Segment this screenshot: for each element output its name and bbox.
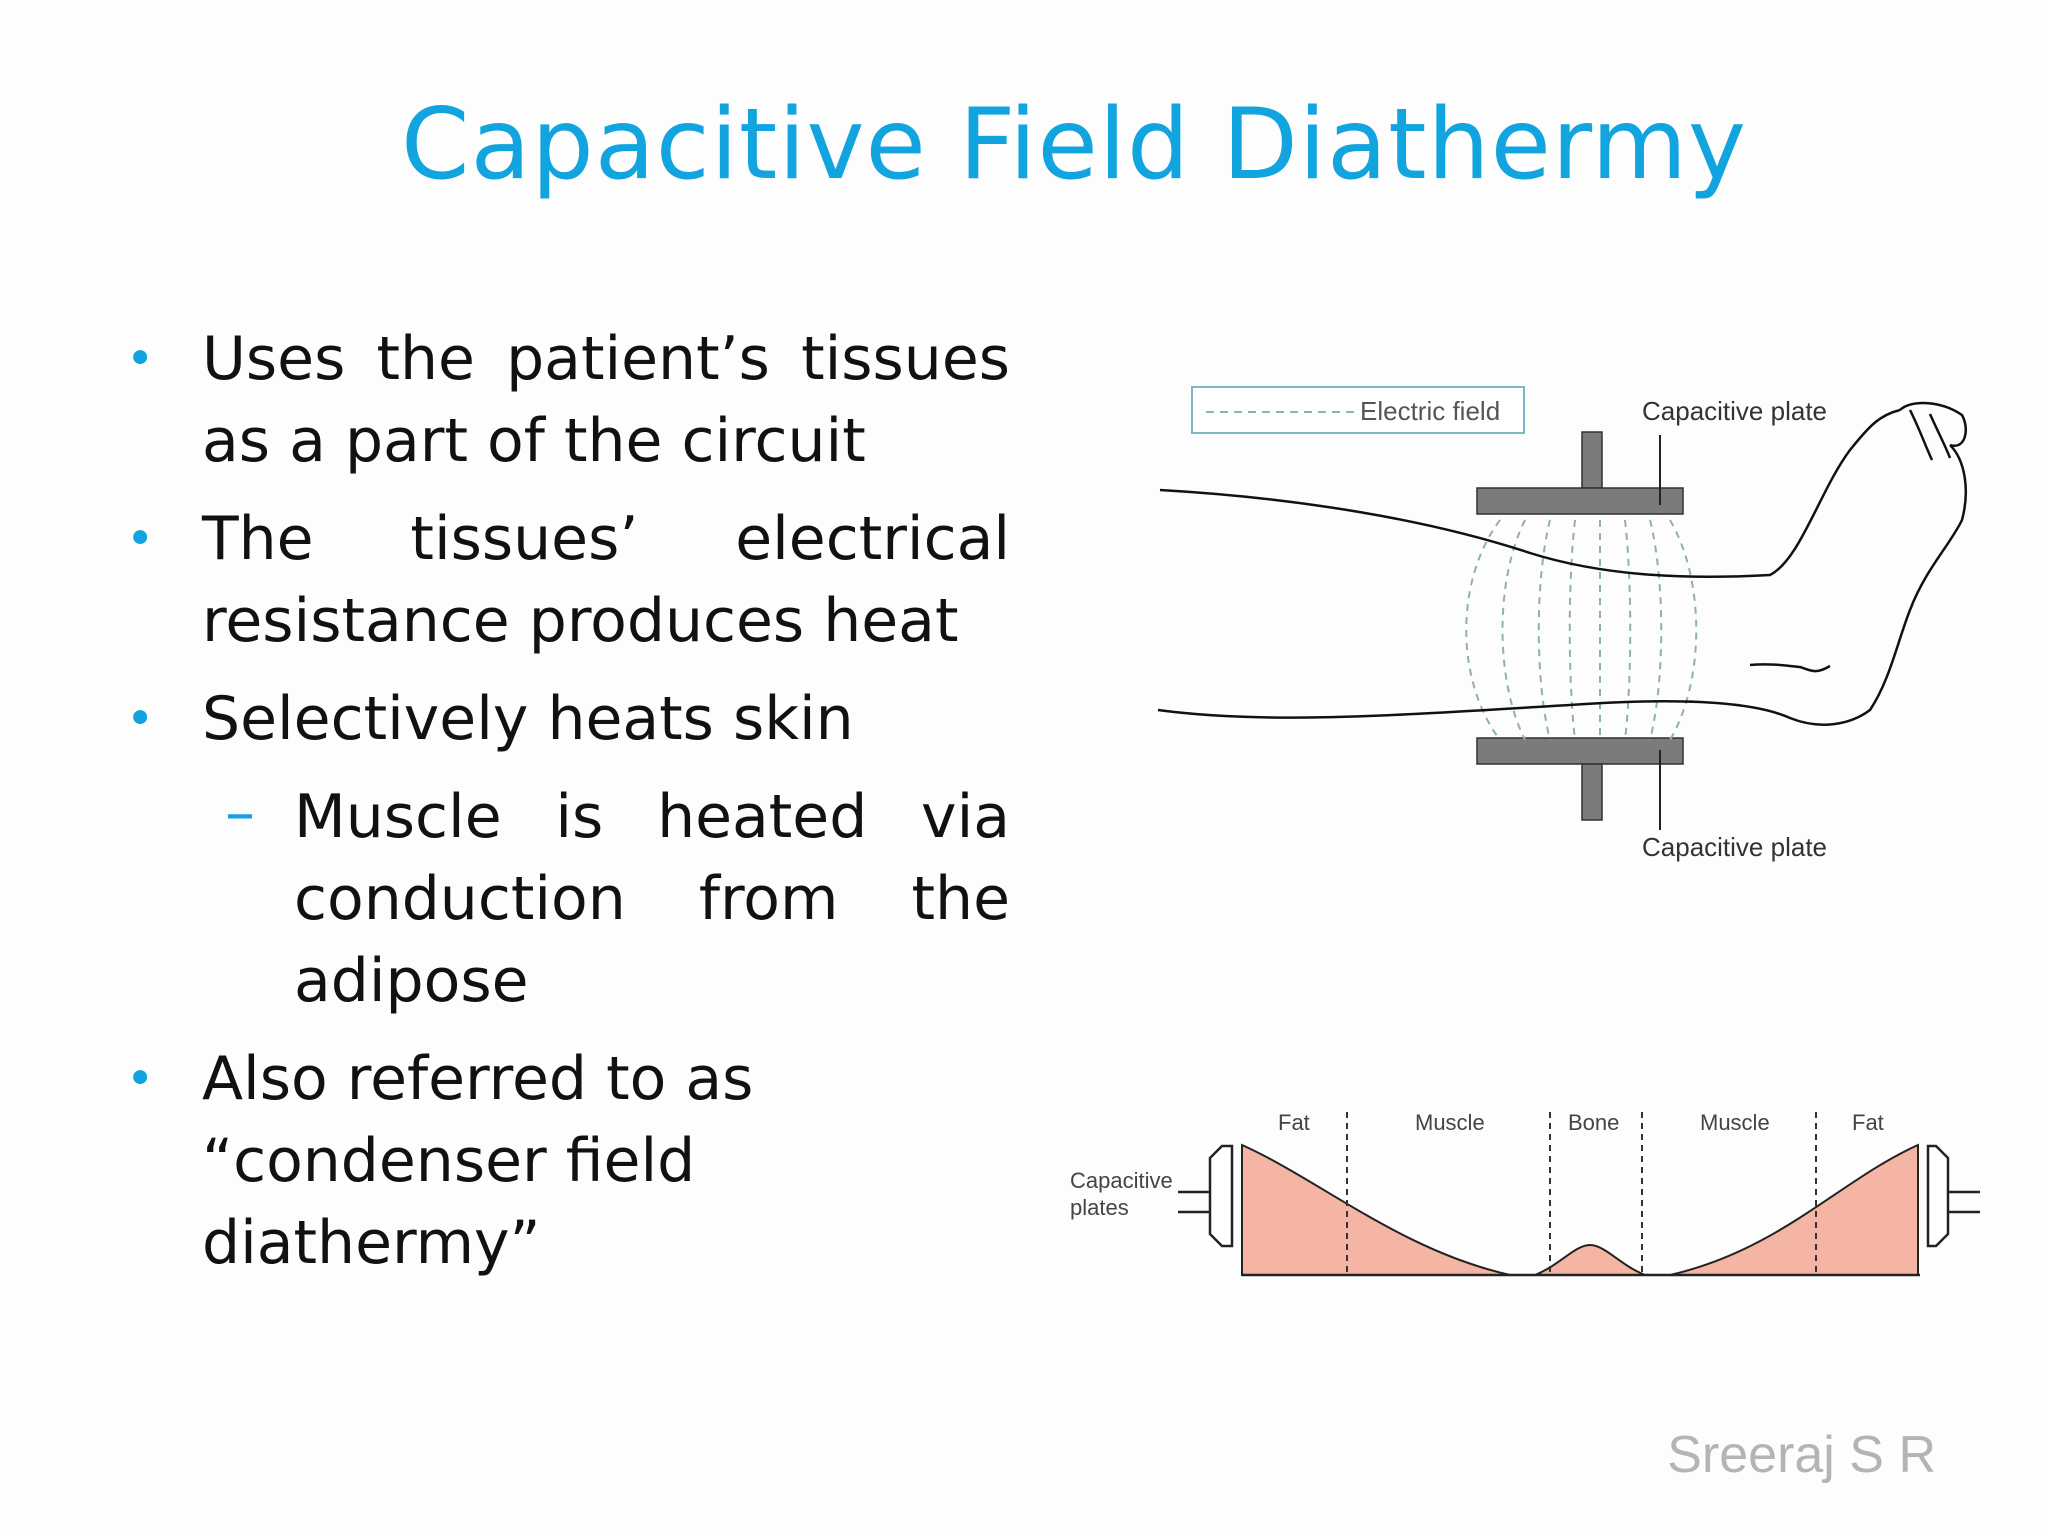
legend-label: Electric field (1360, 396, 1500, 426)
bullet-dot-icon: • (126, 691, 155, 747)
author-credit: Sreeraj S R (1667, 1426, 1936, 1484)
bullet-text: “condenser field diathermy” (202, 1126, 696, 1278)
sub-bullet-item: – Muscle is heated via conduction from t… (110, 776, 1010, 1022)
legend-box (1191, 386, 1525, 434)
heating-curve (1241, 1143, 1919, 1276)
bullet-item: • The tissues’ electrical resistance pro… (110, 498, 1010, 662)
bullet-text: Uses the patient’s tissues as a part of … (202, 324, 1010, 476)
bullet-dot-icon: • (126, 511, 155, 567)
bullet-text: Also referred to as (202, 1044, 754, 1114)
dash-icon: – (225, 778, 255, 848)
leg-diagram: Electric field Capacitive plate Capaciti… (1157, 386, 1968, 862)
layer-boundaries (1346, 1112, 1817, 1275)
layer-label-bone: Bone (1568, 1110, 1619, 1135)
bullet-dot-icon: • (126, 1051, 155, 1107)
layer-label-fat-left: Fat (1278, 1110, 1310, 1135)
heating-profile-diagram: Capacitive plates Fat Muscle Bone Muscle… (1070, 1110, 1980, 1277)
bullet-text: Selectively heats skin (202, 684, 854, 754)
bullet-item: • Uses the patient’s tissues as a part o… (110, 318, 1010, 482)
top-plate-label: Capacitive plate (1642, 396, 1827, 426)
layer-label-fat-right: Fat (1852, 1110, 1884, 1135)
layer-label-muscle-left: Muscle (1415, 1110, 1485, 1135)
bullet-text: The tissues’ electrical resistance produ… (202, 504, 1010, 656)
electric-field-lines (1465, 519, 1698, 741)
bullet-list: • Uses the patient’s tissues as a part o… (110, 318, 1010, 1300)
sub-bullet-text: Muscle is heated via conduction from the… (294, 782, 1010, 1016)
left-plate-icon (1178, 1144, 1234, 1248)
bottom-capacitive-plate (1476, 737, 1684, 821)
bullet-dot-icon: • (126, 331, 155, 387)
plates-label-line1: Capacitive (1070, 1168, 1173, 1193)
right-plate-icon (1926, 1144, 1980, 1248)
top-capacitive-plate (1476, 431, 1684, 515)
slide-title: Capacitive Field Diathermy (401, 88, 1747, 202)
bottom-plate-label: Capacitive plate (1642, 832, 1827, 862)
layer-label-muscle-right: Muscle (1700, 1110, 1770, 1135)
bullet-item: • Selectively heats skin (110, 678, 1010, 760)
plates-label-line2: plates (1070, 1195, 1129, 1220)
leg-outline (1157, 401, 1968, 726)
bullet-item: • Also referred to as “condenser field d… (110, 1038, 1010, 1284)
